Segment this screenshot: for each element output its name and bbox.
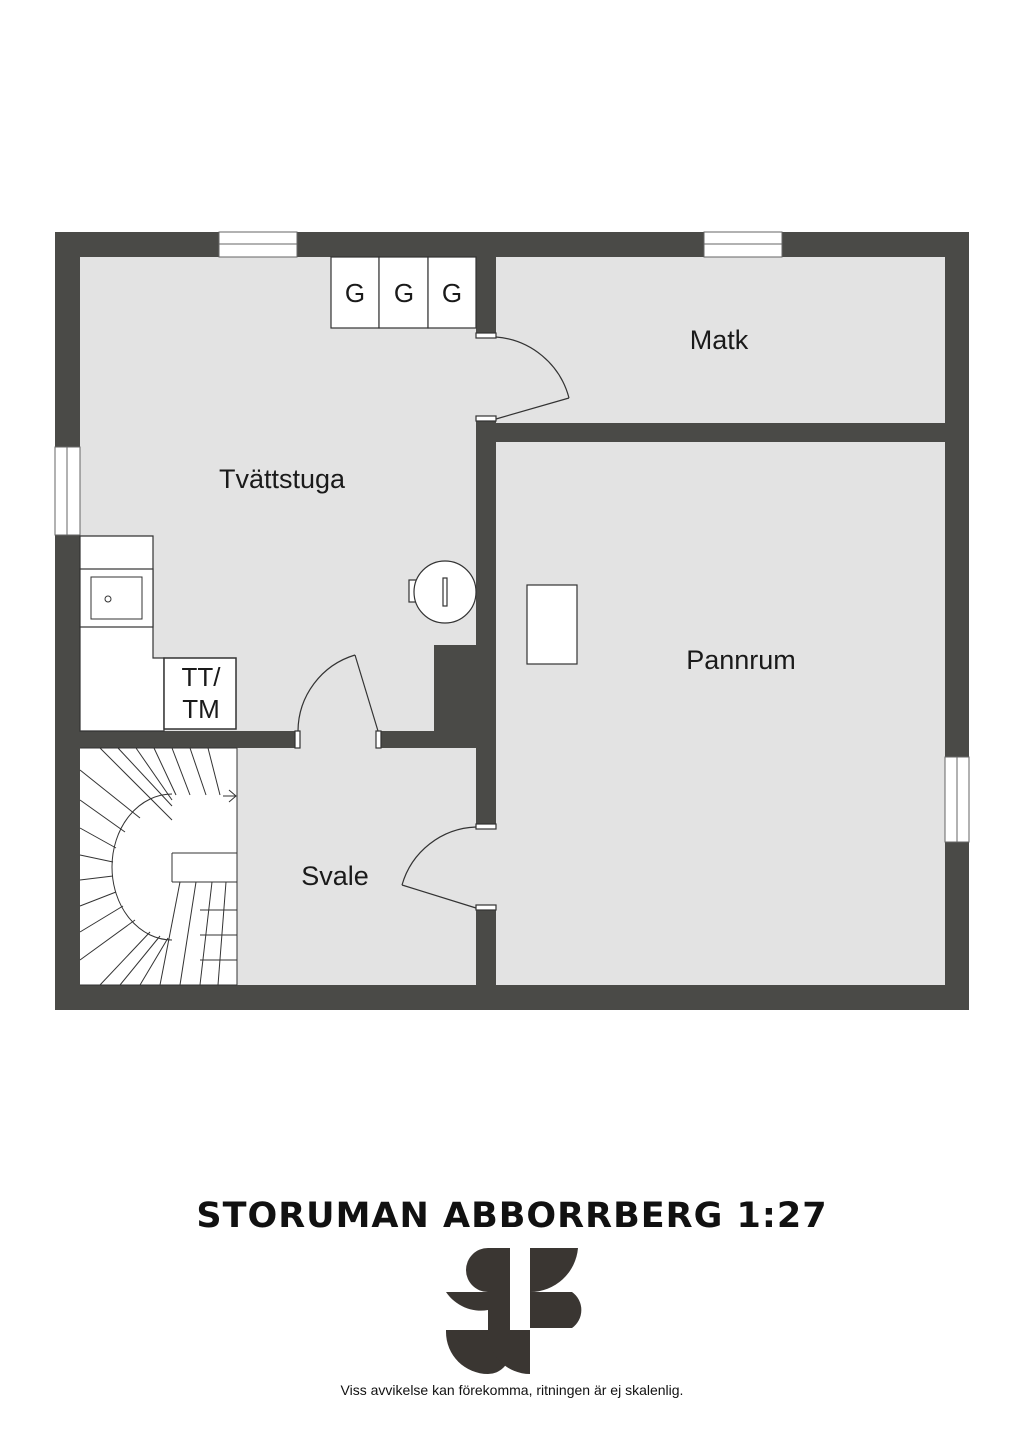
stair-tread: [217, 881, 227, 986]
logo-f-mid: [530, 1292, 582, 1328]
door-openings: [297, 337, 496, 908]
svale-floor: [237, 748, 476, 985]
stair-tread: [189, 747, 207, 796]
stair-tread: [117, 747, 173, 807]
matk-floor: [496, 257, 945, 423]
stair-tread: [119, 935, 161, 986]
boiler: [526, 584, 578, 665]
logo-s-top: [466, 1248, 510, 1292]
stairs: [79, 747, 238, 986]
stair-tread: [79, 854, 114, 863]
floor-plan: G G G TT/ TM Tvättstuga Matk Pannrum Sva…: [54, 231, 970, 1010]
stair-tread: [99, 931, 151, 986]
g-label-2: G: [394, 278, 414, 308]
g-label-1: G: [345, 278, 365, 308]
stair-tread: [79, 799, 126, 833]
tt-label-line1: TT/: [182, 662, 222, 692]
stair-tread: [99, 747, 173, 821]
stair-tread: [79, 769, 141, 819]
stair-tread: [159, 881, 181, 986]
room-label-pannrum: Pannrum: [686, 645, 796, 675]
g-units: [330, 256, 477, 329]
stair-tread: [179, 881, 197, 986]
stair-tread: [135, 747, 173, 801]
stair-tread: [153, 747, 177, 796]
stair-tread: [79, 875, 114, 881]
tt-label-line2: TM: [182, 694, 220, 724]
windows: [54, 231, 970, 843]
door-tvattstuga-svale: [294, 654, 382, 749]
stair-tread: [79, 827, 117, 849]
pannrum-floor: [496, 442, 945, 985]
wall-column: [434, 645, 476, 735]
sink-basin: [90, 576, 143, 620]
toilet: [408, 560, 477, 624]
stair-tread: [139, 937, 169, 986]
sf-logo: [446, 1248, 582, 1374]
logo-f-stem: [488, 1330, 530, 1374]
stair-tread: [207, 747, 221, 796]
counter: [79, 535, 165, 732]
stair-tread: [79, 905, 124, 933]
logo-f-top: [530, 1248, 578, 1293]
g-label-3: G: [442, 278, 462, 308]
room-label-svale: Svale: [301, 861, 369, 891]
room-label-matk: Matk: [690, 325, 749, 355]
stair-tread: [79, 919, 136, 961]
stair-tread: [199, 881, 213, 986]
room-label-tvattstuga: Tvättstuga: [219, 464, 346, 494]
door-pannrum: [401, 823, 497, 911]
plan-title: STORUMAN ABBORRBERG 1:27: [196, 1196, 828, 1236]
stair-area: [80, 748, 237, 985]
stair-tread: [171, 747, 191, 796]
sink-drain: [104, 595, 112, 603]
stair-tread: [79, 891, 117, 907]
disclaimer-text: Viss avvikelse kan förekomma, ritningen …: [340, 1382, 684, 1398]
tt-tm-box: [163, 657, 237, 730]
door-matk: [475, 332, 570, 422]
logo-s-mid: [446, 1292, 510, 1330]
